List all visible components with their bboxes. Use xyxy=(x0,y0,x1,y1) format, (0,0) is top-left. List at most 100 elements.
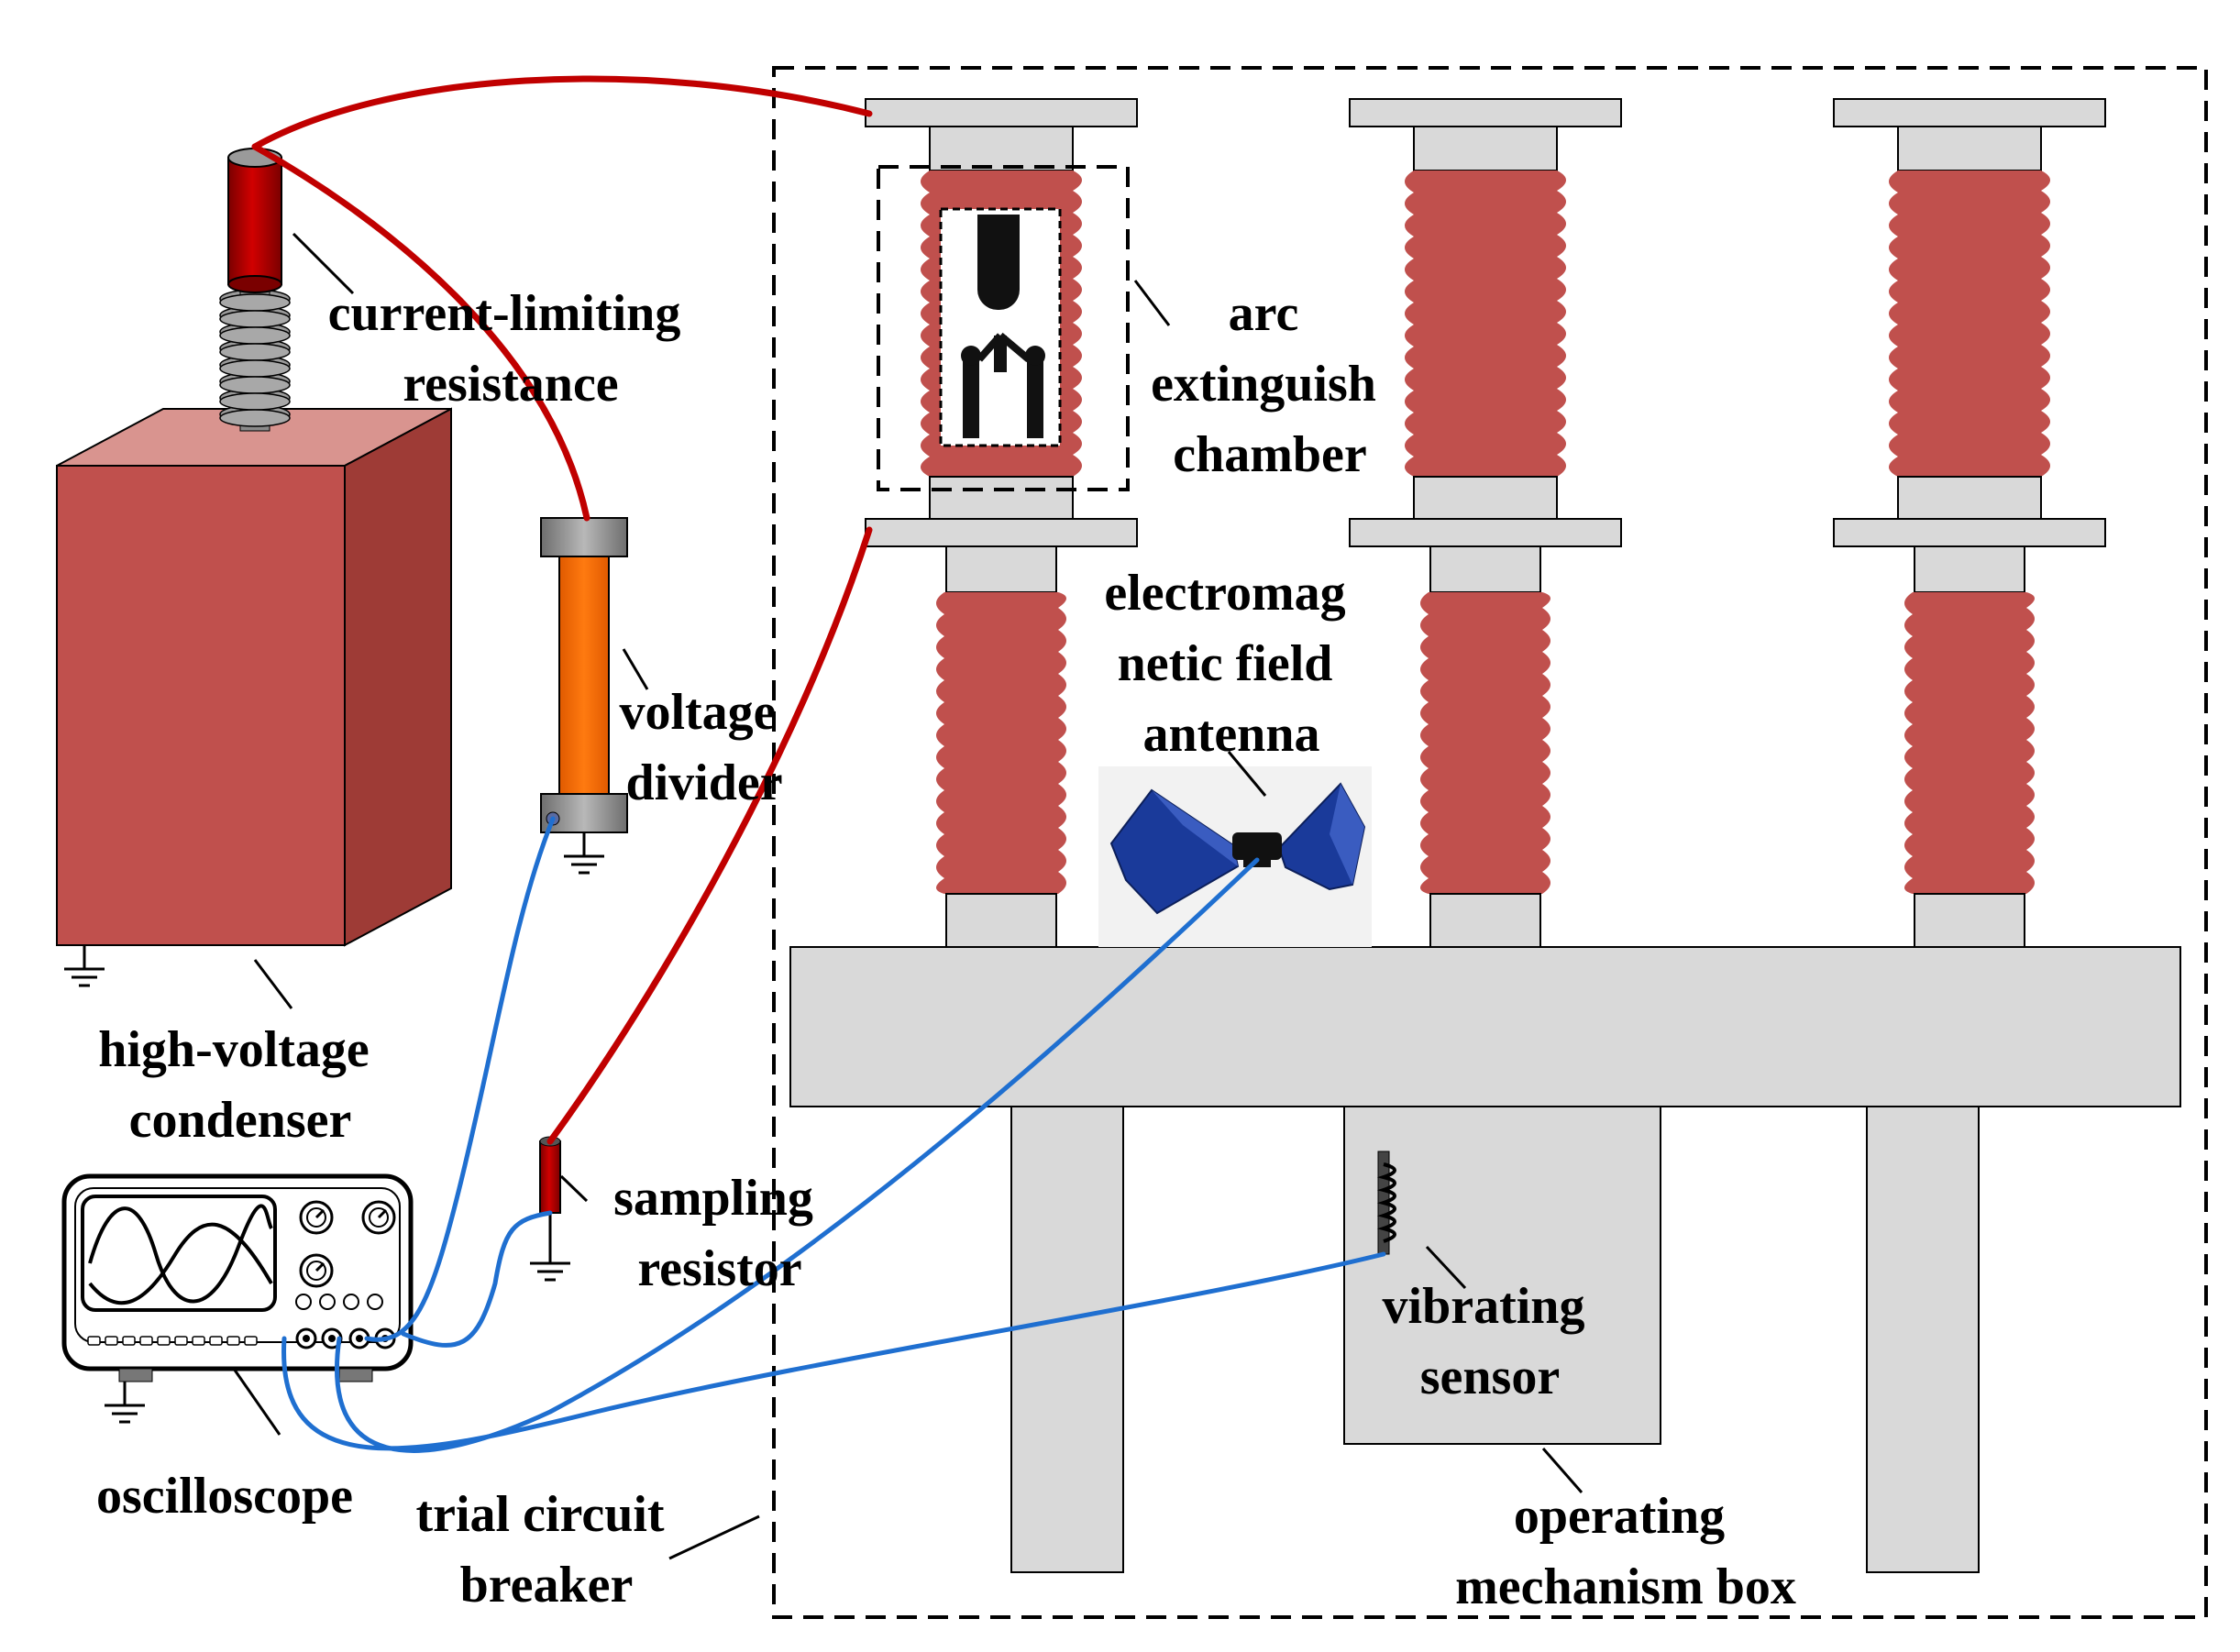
scope-knob-pointer xyxy=(314,1261,326,1272)
label-line: trial circuit xyxy=(415,1486,664,1543)
base-cap xyxy=(1914,893,2025,948)
middle-flange xyxy=(1833,518,2106,547)
insulator-sheds xyxy=(1405,171,1566,477)
label-vibrating-sensor: vibrating sensor xyxy=(1383,1278,1598,1405)
label-line: oscilloscope xyxy=(96,1468,353,1525)
ground-symbol xyxy=(530,1239,570,1282)
middle-cap xyxy=(1413,476,1558,520)
high-voltage-condenser xyxy=(56,407,452,947)
bushing-rib xyxy=(219,310,291,328)
lower-cap xyxy=(945,545,1057,593)
label-line: sensor xyxy=(1420,1349,1560,1405)
label-line: vibrating xyxy=(1383,1278,1585,1335)
oscilloscope xyxy=(61,1173,414,1382)
label-oscilloscope: oscilloscope xyxy=(96,1468,353,1525)
scope-button xyxy=(226,1336,240,1346)
breaker-leg-left xyxy=(1010,1106,1124,1573)
ground-symbol xyxy=(64,945,105,987)
voltage-divider xyxy=(540,517,628,833)
label-line: breaker xyxy=(460,1557,634,1613)
top-cap xyxy=(1413,126,1558,171)
lower-cap xyxy=(1429,545,1541,593)
em-field-antenna xyxy=(1098,766,1372,947)
breaker-base-beam xyxy=(789,946,2181,1107)
label-line: condenser xyxy=(129,1092,352,1149)
insulator-sheds xyxy=(1904,592,2035,894)
bushing-rib xyxy=(219,409,291,427)
oscilloscope-knobs xyxy=(295,1200,396,1310)
high-voltage-wires xyxy=(251,75,873,1145)
bushing-rib xyxy=(219,343,291,361)
label-line: resistance xyxy=(403,356,618,413)
scope-port-pin xyxy=(356,1335,363,1342)
insulator-sheds xyxy=(1889,171,2050,477)
sampling-resistor xyxy=(539,1136,561,1239)
scope-knob-pointer xyxy=(314,1208,326,1219)
ground-symbol xyxy=(564,832,604,875)
top-flange xyxy=(865,98,1138,127)
label-line: divider xyxy=(625,754,782,811)
label-sampling-resistor: sampling resistor xyxy=(613,1170,826,1297)
label-high-voltage-condenser: high-voltage condenser xyxy=(98,1021,382,1149)
insulator-sheds xyxy=(1420,592,1550,894)
top-cap xyxy=(1897,126,2042,171)
scope-knob-inner xyxy=(306,1261,326,1281)
bushing-rib xyxy=(219,293,291,312)
bushing-rib xyxy=(219,326,291,345)
label-line: chamber xyxy=(1173,426,1367,483)
label-trial-breaker: trial circuit breaker xyxy=(415,1486,677,1613)
label-line: mechanism box xyxy=(1455,1558,1796,1615)
scope-small-knob xyxy=(367,1294,383,1310)
scope-button xyxy=(174,1336,188,1346)
label-line: current-limiting xyxy=(328,285,681,342)
label-line: operating xyxy=(1514,1488,1725,1545)
scope-knob-inner xyxy=(306,1207,326,1228)
top-flange xyxy=(1349,98,1622,127)
label-line: electromag xyxy=(1104,565,1345,622)
middle-cap xyxy=(1897,476,2042,520)
scope-port-pin xyxy=(303,1335,310,1342)
bushing-rib xyxy=(219,359,291,378)
current-limiting-resistor xyxy=(227,148,282,293)
leader-lines xyxy=(232,232,1583,1560)
breaker-pole-2 xyxy=(1349,98,1622,948)
scope-knob-inner xyxy=(369,1207,389,1228)
label-line: extinguish xyxy=(1151,356,1376,413)
middle-flange xyxy=(865,518,1138,547)
label-line: sampling xyxy=(613,1170,813,1227)
scope-button xyxy=(87,1336,101,1346)
middle-cap xyxy=(929,476,1074,520)
scope-button xyxy=(105,1336,118,1346)
bushing-rib xyxy=(219,376,291,394)
label-operating-box: operating mechanism box xyxy=(1455,1488,1796,1615)
label-line: arc xyxy=(1229,285,1299,342)
scope-button xyxy=(139,1336,153,1346)
arc-chamber-contacts xyxy=(961,215,1045,438)
signal-cables xyxy=(281,816,1386,1453)
label-line: netic field xyxy=(1118,635,1333,692)
top-cap xyxy=(929,126,1074,171)
label-current-limiting: current-limiting resistance xyxy=(328,285,694,413)
top-flange xyxy=(1833,98,2106,127)
label-arc-chamber: arc extinguish chamber xyxy=(1151,285,1389,483)
scope-button xyxy=(157,1336,171,1346)
ground-symbol xyxy=(105,1382,145,1424)
operating-mechanism-box xyxy=(1343,1106,1661,1445)
middle-flange xyxy=(1349,518,1622,547)
base-cap xyxy=(1429,893,1541,948)
label-line: resistor xyxy=(637,1240,801,1297)
arc-chamber-boundary xyxy=(877,165,1130,491)
scope-knob-pointer xyxy=(377,1208,388,1219)
scope-small-knob xyxy=(295,1294,312,1310)
base-cap xyxy=(945,893,1057,948)
label-line: antenna xyxy=(1143,706,1320,763)
label-em-antenna: electromag netic field antenna xyxy=(1104,565,1358,763)
lower-cap xyxy=(1914,545,2025,593)
oscilloscope-screen xyxy=(81,1195,277,1312)
oscilloscope-wave-1 xyxy=(88,1204,273,1304)
breaker-pole-3 xyxy=(1833,98,2106,948)
label-voltage-divider: voltage divider xyxy=(619,684,789,811)
trial-breaker-boundary xyxy=(772,66,2208,1619)
